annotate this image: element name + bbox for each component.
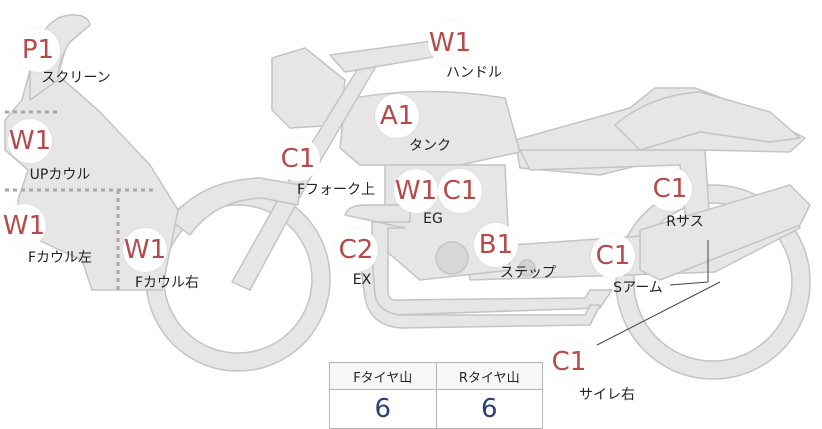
silencer <box>639 184 811 281</box>
front-cowl-left-code: W1 <box>2 204 46 248</box>
handle-label: ハンドル <box>446 65 502 81</box>
exhaust-code: C2 <box>334 228 378 272</box>
silencer-right-code: C1 <box>547 340 591 384</box>
rear-sus-label: Rサス <box>666 214 704 230</box>
step-peg <box>518 259 536 277</box>
swing-arm-label: Sアーム <box>613 280 663 296</box>
front-cowl-right-label: Fカウル右 <box>134 275 200 291</box>
up-cowl-code: W1 <box>8 119 52 163</box>
exhaust-lower <box>359 257 601 329</box>
tank-label: タンク <box>409 138 451 154</box>
swing-arm-leader <box>669 281 709 286</box>
silencer-right-label: サイレ右 <box>579 387 635 403</box>
front-fork-label: Fフォーク上 <box>296 182 376 198</box>
front-cowl-right-code: W1 <box>123 228 167 272</box>
seat <box>614 91 801 151</box>
tank-code: A1 <box>375 94 419 138</box>
engine-cover <box>435 241 469 275</box>
engine-c-code: C1 <box>438 169 482 213</box>
silencer-leader <box>596 281 721 346</box>
front-fork-code: C1 <box>276 137 320 181</box>
front-fender <box>169 177 301 236</box>
handle-code: W1 <box>428 21 472 65</box>
rear-tire-value: 6 <box>435 389 543 429</box>
engine-w-code: W1 <box>394 169 438 213</box>
swing-arm-code: C1 <box>591 234 635 278</box>
up-cowl-label: UPカウル <box>29 167 91 183</box>
step-label: ステップ <box>500 265 556 281</box>
rear-sus-code: C1 <box>648 167 692 211</box>
step-code: B1 <box>474 223 518 267</box>
engine-label: EG <box>423 211 443 227</box>
rear-tire-header: Rタイヤ山 <box>435 362 543 390</box>
front-tire-value: 6 <box>329 389 437 429</box>
screen-code: P1 <box>16 28 60 72</box>
exhaust-label: EX <box>352 272 372 288</box>
front-tire-header: Fタイヤ山 <box>329 362 437 390</box>
tire-tread-table: Fタイヤ山 Rタイヤ山 6 6 <box>329 362 543 429</box>
screen-label: スクリーン <box>41 70 111 86</box>
front-cowl-left-label: Fカウル左 <box>27 250 93 266</box>
